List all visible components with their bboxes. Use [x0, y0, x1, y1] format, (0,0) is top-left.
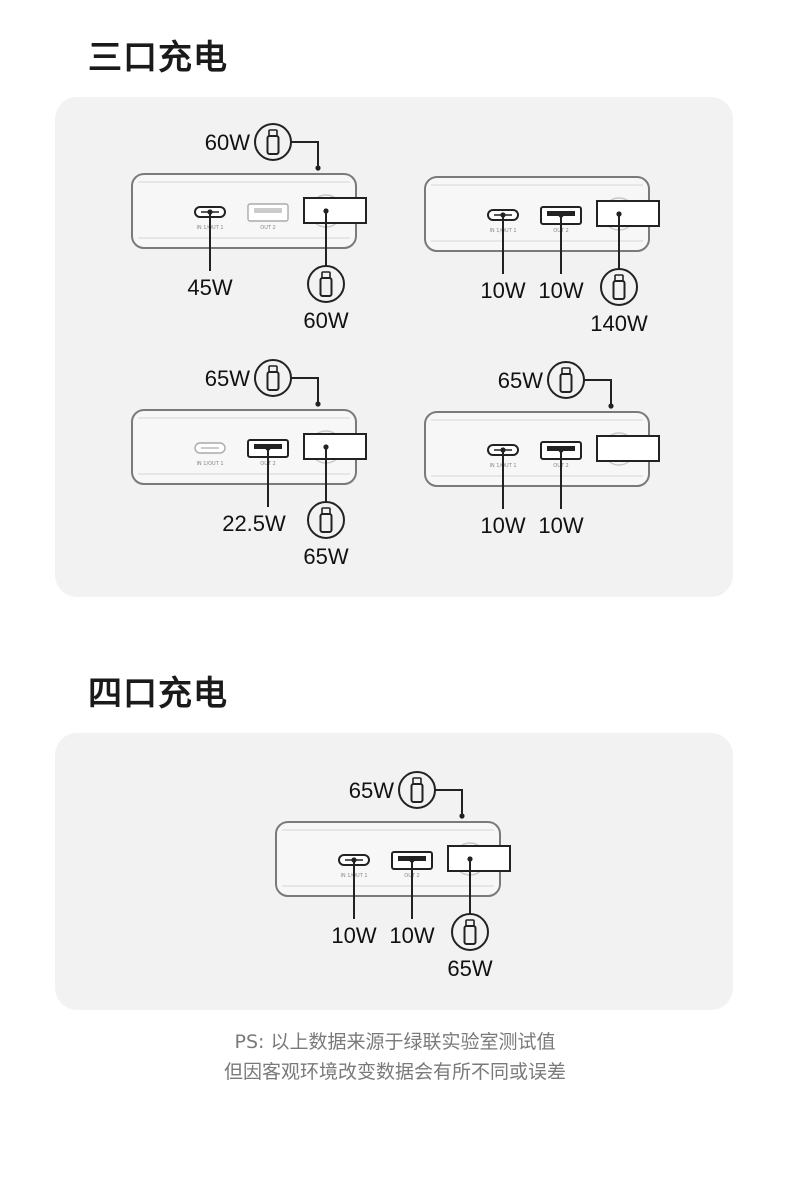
cable-icon-ring: [254, 123, 292, 161]
side-cable-connector: [303, 433, 367, 460]
footnote-line-1: PS: 以上数据来源于绿联实验室测试值: [234, 1031, 556, 1053]
usb-c-wattage: 10W: [480, 513, 525, 538]
cable-body-icon: [559, 373, 573, 393]
usb-a-wattage: 10W: [538, 513, 583, 538]
side-cable-wattage: 65W: [303, 544, 348, 569]
top-cable-wattage: 65W: [349, 778, 394, 803]
usb-a-wattage: 10W: [389, 923, 434, 948]
cable-body-icon: [410, 783, 424, 803]
side-cable-icon: [451, 913, 489, 951]
cable-leader: [290, 141, 319, 168]
usb-c-wattage: 45W: [187, 275, 232, 300]
cable-body-icon: [612, 280, 626, 300]
cable-icon-ring: [600, 268, 638, 306]
cable-leader: [434, 789, 463, 816]
side-cable-connector: [303, 197, 367, 224]
four-port-title: 四口充电: [88, 674, 228, 714]
side-cable-connector: [596, 200, 660, 227]
cable-icon-ring: [254, 359, 292, 397]
top-cable-icon: [254, 123, 292, 161]
cable-body-icon: [319, 513, 333, 533]
side-cable-connector: [596, 435, 660, 462]
usb-a-tongue: [254, 208, 282, 213]
usb-c-wattage: 10W: [331, 923, 376, 948]
cable-icon-ring: [451, 913, 489, 951]
footnote-line-2: 但因客观环境改变数据会有所不同或误差: [223, 1061, 566, 1083]
top-cable-wattage: 65W: [498, 368, 543, 393]
cable-body-icon: [266, 371, 280, 391]
usb-c-port-label: IN 1/OUT 1: [196, 461, 223, 467]
top-cable-wattage: 60W: [205, 130, 250, 155]
usb-a-port-label: OUT 2: [260, 225, 275, 231]
side-cable-wattage: 60W: [303, 308, 348, 333]
side-cable-wattage: 140W: [590, 311, 648, 336]
cable-body-icon: [319, 277, 333, 297]
side-cable-icon: [600, 268, 638, 306]
usb-c-wattage: 10W: [480, 278, 525, 303]
cable-body-icon: [266, 135, 280, 155]
top-cable-icon: [547, 361, 585, 399]
usb-a-wattage: 10W: [538, 278, 583, 303]
cable-icon-ring: [307, 501, 345, 539]
top-cable-wattage: 65W: [205, 366, 250, 391]
side-cable-connector: [447, 845, 511, 872]
cable-leader: [290, 377, 319, 404]
side-cable-icon: [307, 265, 345, 303]
top-cable-icon: [254, 359, 292, 397]
usb-a-wattage: 22.5W: [222, 511, 286, 536]
cable-icon-ring: [547, 361, 585, 399]
top-cable-icon: [398, 771, 436, 809]
three-port-title: 三口充电: [88, 38, 228, 78]
cable-icon-ring: [398, 771, 436, 809]
side-cable-icon: [307, 501, 345, 539]
side-cable-wattage: 65W: [447, 956, 492, 981]
cable-body-icon: [463, 925, 477, 945]
cable-leader: [583, 379, 612, 406]
cable-icon-ring: [307, 265, 345, 303]
